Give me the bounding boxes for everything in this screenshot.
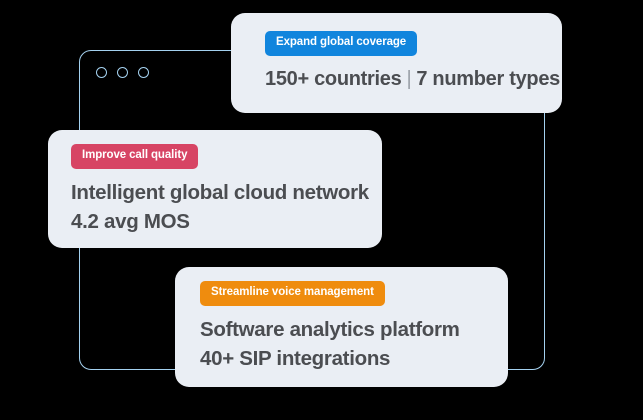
card-line: Software analytics platform [200, 317, 460, 341]
card-line: 40+ SIP integrations [200, 346, 391, 370]
window-dot-minimize-icon [117, 67, 128, 78]
card-streamline-voice-management-text: Software analytics platform 40+ SIP inte… [200, 315, 460, 373]
card-expand-global-coverage: Expand global coverage 150+ countries|7 … [231, 13, 562, 113]
card-line-part-countries: 150+ countries [265, 67, 402, 90]
window-dot-close-icon [96, 67, 107, 78]
card-line: 4.2 avg MOS [71, 209, 190, 233]
card-expand-global-coverage-text: 150+ countries|7 number types [265, 65, 560, 93]
card-line-separator: | [406, 67, 412, 90]
badge-expand-global-coverage: Expand global coverage [265, 31, 418, 56]
window-dot-maximize-icon [138, 67, 149, 78]
card-line: 150+ countries|7 number types [265, 65, 560, 93]
card-streamline-voice-management: Streamline voice management Software ana… [175, 267, 508, 387]
window-controls [96, 67, 149, 78]
card-line: Intelligent global cloud network [71, 180, 369, 204]
card-improve-call-quality-text: Intelligent global cloud network 4.2 avg… [71, 178, 369, 236]
card-line-part-number-types: 7 number types [416, 67, 560, 90]
badge-streamline-voice-management: Streamline voice management [200, 281, 385, 306]
card-improve-call-quality: Improve call quality Intelligent global … [48, 130, 382, 248]
badge-improve-call-quality: Improve call quality [71, 144, 199, 169]
